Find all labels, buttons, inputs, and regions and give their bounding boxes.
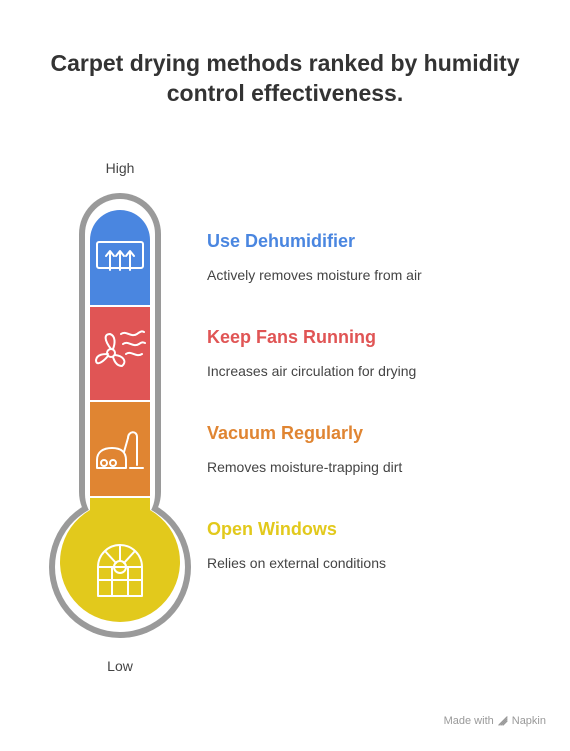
title-line-2: control effectiveness. (166, 80, 404, 106)
item-description: Removes moisture-trapping dirt (207, 459, 403, 475)
item-title: Vacuum Regularly (207, 423, 364, 443)
segment-fans (90, 307, 150, 400)
item-title: Use Dehumidifier (207, 231, 356, 251)
title-line-1: Carpet drying methods ranked by humidity (50, 50, 520, 76)
footer-credit: Made with Napkin (444, 715, 546, 727)
item-title: Keep Fans Running (207, 327, 377, 347)
page-title: Carpet drying methods ranked by humidity… (0, 48, 570, 108)
item-vacuum: Vacuum Regularly Removes moisture-trappi… (207, 422, 402, 476)
scale-high-label: High (105, 160, 135, 176)
item-description: Increases air circulation for drying (207, 363, 417, 379)
scale-low-label: Low (107, 658, 133, 674)
window-icon (97, 544, 143, 597)
item-fans: Keep Fans Running Increases air circulat… (207, 326, 416, 380)
fan-icon (95, 330, 146, 367)
vacuum-icon (96, 431, 144, 469)
item-title: Open Windows (207, 519, 337, 539)
item-windows: Open Windows Relies on external conditio… (207, 518, 386, 572)
item-description: Relies on external conditions (207, 555, 386, 571)
brand-text: Napkin (511, 715, 546, 727)
made-with-text: Made with (443, 715, 494, 727)
napkin-logo-icon (498, 716, 508, 726)
item-dehumidifier: Use Dehumidifier Actively removes moistu… (207, 230, 422, 284)
item-description: Actively removes moisture from air (207, 267, 422, 283)
dehumidifier-icon (96, 241, 144, 271)
